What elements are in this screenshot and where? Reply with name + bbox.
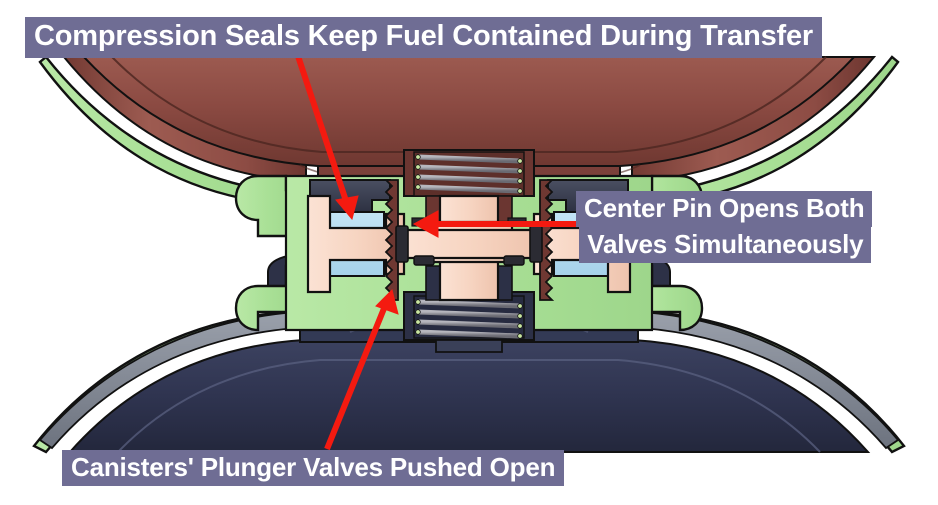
lower-spring: [413, 295, 525, 339]
callout-right-line-1: Center Pin Opens Both: [576, 191, 873, 227]
callout-right-center-pin: Center Pin Opens Both Valves Simultaneou…: [576, 191, 873, 263]
callout-bottom-plunger-valves: Canisters' Plunger Valves Pushed Open: [62, 450, 565, 486]
callout-bottom-line-1: Canisters' Plunger Valves Pushed Open: [62, 450, 565, 486]
callout-right-line-2: Valves Simultaneously: [579, 227, 872, 263]
upper-spring: [413, 151, 525, 197]
callout-top-line-1: Compression Seals Keep Fuel Contained Du…: [25, 17, 823, 58]
arrow-bottom: [324, 289, 399, 451]
callout-top-seals: Compression Seals Keep Fuel Contained Du…: [25, 17, 823, 58]
arrow-top: [295, 55, 359, 221]
compression-seals: [395, 225, 543, 266]
